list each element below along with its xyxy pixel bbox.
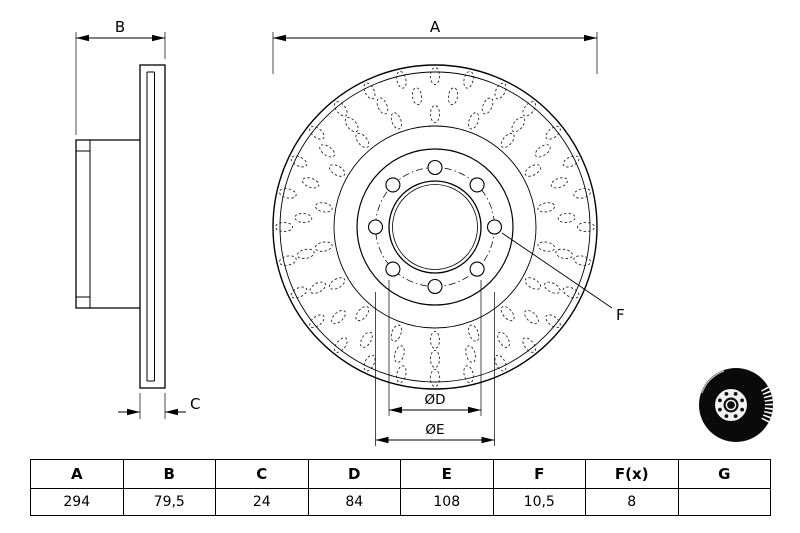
thumbnail-bolt-holes xyxy=(718,392,744,418)
front-view xyxy=(272,64,598,390)
value-b: 79,5 xyxy=(122,488,216,516)
bore-ring xyxy=(725,399,737,411)
bolt-holes xyxy=(367,159,503,295)
value-g xyxy=(677,488,771,516)
dim-e: ØE xyxy=(375,292,495,446)
value-e: 108 xyxy=(400,488,494,516)
header-e: E xyxy=(400,459,494,489)
dim-label-f: F xyxy=(616,306,625,324)
dim-b: B xyxy=(75,18,166,135)
table-header-row: A B C D E F F(x) G xyxy=(30,459,771,489)
rim-highlight xyxy=(701,370,725,394)
header-f: F xyxy=(492,459,586,489)
value-fx: 8 xyxy=(585,488,679,516)
dimension-table: A B C D E F F(x) G 294 79,5 24 84 108 10… xyxy=(30,459,771,516)
dim-label-e: ØE xyxy=(425,422,444,438)
dim-label-d: ØD xyxy=(424,392,445,408)
vent-hole-pattern xyxy=(275,67,595,387)
side-view xyxy=(75,64,166,389)
leader-f: F xyxy=(501,232,625,324)
value-d: 84 xyxy=(307,488,401,516)
dim-a: A xyxy=(272,18,598,74)
center-bore xyxy=(723,397,739,413)
table-value-row: 294 79,5 24 84 108 10,5 8 xyxy=(30,488,771,516)
value-c: 24 xyxy=(215,488,309,516)
dim-d: ØD xyxy=(388,280,482,416)
header-b: B xyxy=(122,459,216,489)
dim-c: C xyxy=(118,393,200,419)
header-d: D xyxy=(307,459,401,489)
header-a: A xyxy=(30,459,124,489)
value-f: 10,5 xyxy=(492,488,586,516)
value-a: 294 xyxy=(30,488,124,516)
disc-3d-thumbnail xyxy=(699,368,773,442)
header-c: C xyxy=(215,459,309,489)
header-fx: F(x) xyxy=(585,459,679,489)
dim-label-a: A xyxy=(430,18,441,36)
technical-drawing: A B C ØD xyxy=(75,18,773,446)
dim-label-b: B xyxy=(115,18,125,36)
header-g: G xyxy=(677,459,771,489)
vented-rim-hatch xyxy=(760,386,773,424)
dim-label-c: C xyxy=(190,395,200,413)
